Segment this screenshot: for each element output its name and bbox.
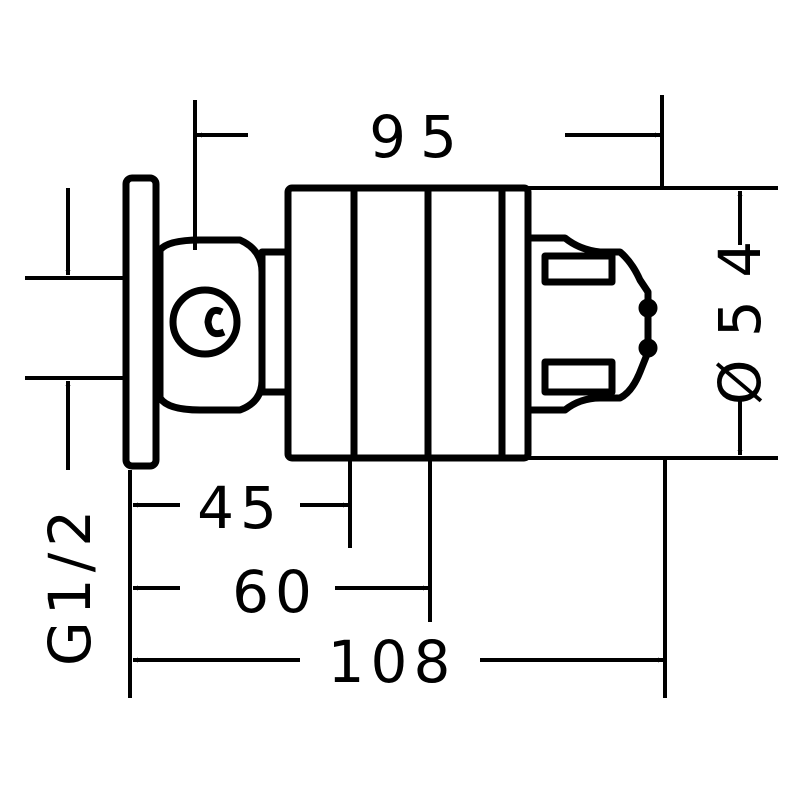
extension-lines: [25, 95, 778, 698]
spindle-hole: [638, 338, 658, 358]
spindle: [528, 234, 652, 414]
valve-body: [122, 174, 658, 470]
spindle-inner: [541, 358, 616, 396]
dimension-label-108: 108: [328, 628, 457, 696]
spindle-hole: [638, 298, 658, 318]
dimension-label-60: 60: [232, 558, 318, 626]
inlet-port-detail: [204, 306, 226, 338]
inlet-port: [169, 286, 241, 358]
main-body: [284, 184, 532, 462]
dimension-label-thread-g1-2: G1/2: [36, 504, 104, 666]
wall-flange: [122, 174, 160, 470]
dimension-label-diameter-54: Ø 5 4: [706, 239, 774, 405]
dimension-lines: [65, 132, 743, 663]
collar: [258, 248, 292, 396]
spindle-inner: [541, 252, 616, 286]
dimension-label-95: 95: [369, 103, 471, 171]
dimension-label-45: 45: [197, 474, 283, 542]
